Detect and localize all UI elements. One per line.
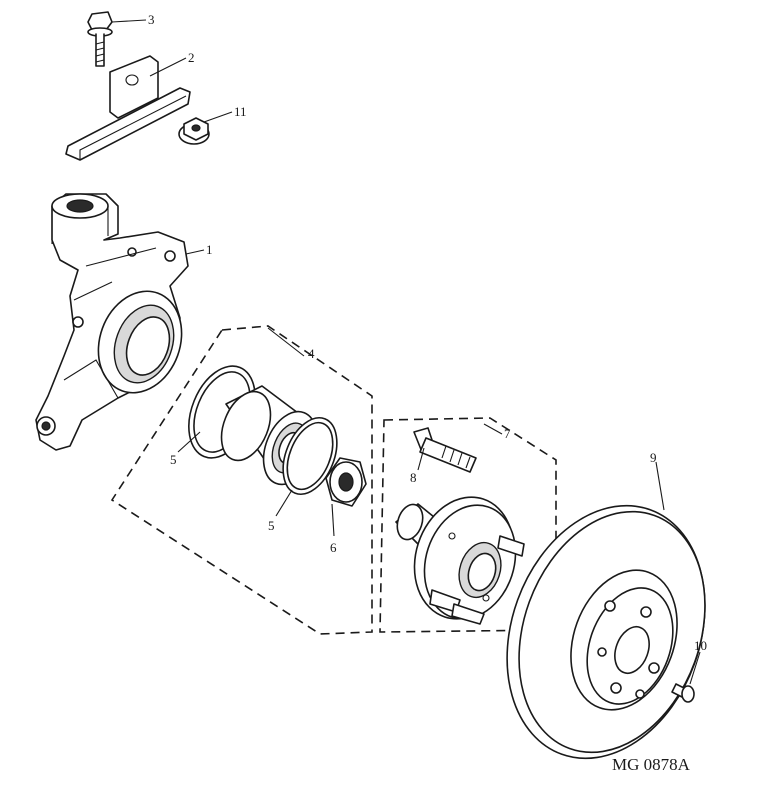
- callout-5-right: 5: [268, 518, 275, 533]
- callout-4: 4: [308, 346, 315, 361]
- callout-labels: 3 2 11 1 4 5 5 6 7 8 9 10: [148, 12, 707, 653]
- part-circlip-5-right: [282, 417, 338, 495]
- part-nut-11: [178, 117, 210, 145]
- callout-6: 6: [330, 540, 337, 555]
- part-hub-nut-6: [325, 457, 367, 507]
- leader-lines: [111, 19, 701, 685]
- callout-2: 2: [188, 50, 195, 65]
- part-drive-flange-7: [395, 496, 525, 625]
- callout-3: 3: [148, 12, 155, 27]
- callout-11: 11: [234, 104, 247, 119]
- callout-1: 1: [206, 242, 213, 257]
- reference-code: MG 0878A: [612, 755, 691, 774]
- callout-10: 10: [694, 638, 707, 653]
- part-brake-disc-9: [506, 504, 706, 760]
- group-outline-4: [110, 325, 373, 635]
- part-stud-8: [413, 427, 477, 473]
- callout-9: 9: [650, 450, 657, 465]
- callout-7: 7: [504, 426, 511, 441]
- part-screw-10: [671, 683, 695, 703]
- part-bracket-2: [65, 55, 191, 161]
- callout-8: 8: [410, 470, 417, 485]
- callout-5-left: 5: [170, 452, 177, 467]
- part-swivel-hub-1: [35, 193, 189, 451]
- part-bolt-3: [87, 11, 113, 67]
